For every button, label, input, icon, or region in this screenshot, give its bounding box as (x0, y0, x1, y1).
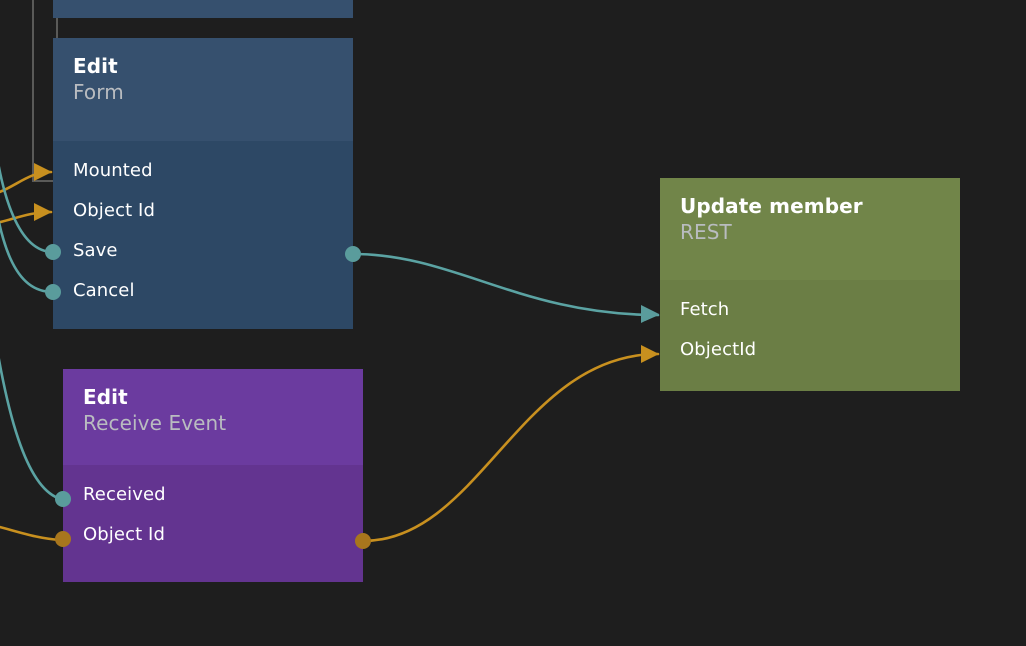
node-node-top-partial[interactable] (53, 0, 353, 18)
edge-edge-offscreen-to-objectid[interactable] (0, 206, 53, 226)
port-fetch-arrow[interactable] (641, 305, 659, 323)
port-label: Received (83, 484, 166, 505)
port-objectid-arrow[interactable] (641, 345, 659, 363)
port-row-fetch[interactable]: Fetch (660, 290, 960, 330)
port-label: ObjectId (680, 339, 757, 360)
port-label: Object Id (73, 200, 155, 221)
port-object-id-arrow[interactable] (34, 203, 52, 221)
node-header[interactable] (53, 0, 353, 18)
port-label: Save (73, 240, 118, 261)
port-row-object-id[interactable]: Object Id (63, 515, 363, 555)
node-title: Edit (73, 54, 118, 78)
port-label: Cancel (73, 280, 135, 301)
node-subtitle: Form (73, 80, 124, 104)
edge-edge-offscreen-to-receive-objectid[interactable] (0, 522, 63, 542)
port-label: Mounted (73, 160, 153, 181)
edge-edge-objectid-to-objectid[interactable] (361, 348, 660, 543)
edge-edge-offscreen-to-received[interactable] (0, 330, 63, 501)
port-row-cancel[interactable]: Cancel (53, 271, 353, 311)
node-title: Update member (680, 194, 863, 218)
port-row-objectid[interactable]: ObjectId (660, 330, 960, 370)
node-subtitle: REST (680, 220, 732, 244)
port-row-mounted[interactable]: Mounted (53, 151, 353, 191)
edge-edge-save-to-fetch[interactable] (351, 252, 660, 321)
port-row-received[interactable]: Received (63, 475, 363, 515)
port-label: Fetch (680, 299, 730, 320)
port-row-save[interactable]: Save (53, 231, 353, 271)
port-row-object-id[interactable]: Object Id (53, 191, 353, 231)
node-subtitle: Receive Event (83, 411, 227, 435)
node-title: Edit (83, 385, 128, 409)
port-label: Object Id (83, 524, 165, 545)
